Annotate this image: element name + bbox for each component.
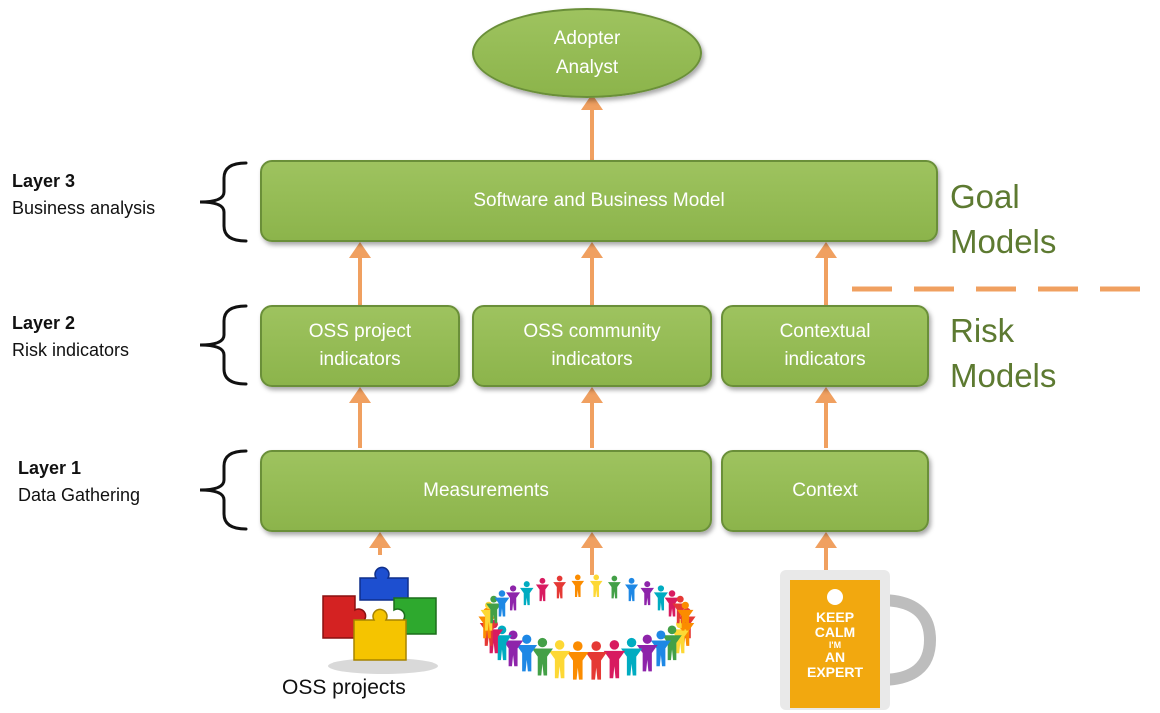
- person-figure: [653, 585, 668, 611]
- mug-line-im: I'M: [828, 640, 842, 650]
- person-figure: [535, 577, 549, 602]
- mug-line-calm: CALM: [814, 624, 856, 640]
- layer2-title: Layer 2: [12, 313, 76, 333]
- software-business-model-box: Software and Business Model: [260, 160, 938, 242]
- adopter-analyst-node: Adopter Analyst: [472, 8, 702, 98]
- person-figure: [589, 574, 603, 597]
- person-figure: [519, 581, 534, 606]
- layer3-label: Layer 3 Business analysis: [12, 168, 155, 222]
- arrowhead: [581, 94, 603, 110]
- mug-line-an: AN: [824, 649, 846, 665]
- person-figure: [640, 581, 655, 606]
- puzzle-pieces-icon: [322, 566, 438, 674]
- person-figure: [677, 601, 694, 631]
- person-figure: [607, 575, 621, 599]
- person-figure: [506, 585, 521, 611]
- layer1-title: Layer 1: [18, 458, 82, 478]
- people-circle-icon: [478, 574, 696, 680]
- person-figure: [571, 574, 585, 597]
- arrowhead: [581, 387, 603, 403]
- arrowhead: [369, 532, 391, 548]
- keep-calm-mug-icon: [780, 570, 937, 710]
- layer3-bracket: [199, 161, 248, 243]
- goal-models-label: Goal Models: [950, 178, 1057, 260]
- arrowhead: [349, 387, 371, 403]
- contextual-indicators-box: Contextual indicators: [721, 305, 929, 387]
- arrowhead: [581, 532, 603, 548]
- person-figure: [486, 595, 502, 624]
- layer2-label: Layer 2 Risk indicators: [12, 310, 129, 364]
- person-figure: [636, 634, 658, 672]
- layer1-label: Layer 1 Data Gathering: [18, 455, 140, 509]
- person-figure: [664, 590, 680, 617]
- arrowhead: [815, 532, 837, 548]
- person-figure: [566, 641, 589, 680]
- oss-community-indicators-box: OSS community indicators: [472, 305, 712, 387]
- person-figure: [503, 630, 524, 667]
- mug-text: KEEP CALM I'M AN EXPERT: [790, 610, 880, 680]
- person-figure: [621, 637, 643, 676]
- arrowhead: [581, 242, 603, 258]
- mug-line-expert: EXPERT: [806, 664, 863, 680]
- layer1-subtitle: Data Gathering: [18, 485, 141, 505]
- arrowhead: [815, 387, 837, 403]
- person-figure: [625, 577, 639, 602]
- person-figure: [585, 641, 608, 680]
- measurements-box: Measurements: [260, 450, 712, 532]
- person-figure: [531, 637, 553, 676]
- risk-models-label: Risk Models: [950, 312, 1057, 394]
- arrowhead: [349, 242, 371, 258]
- person-figure: [548, 640, 571, 679]
- person-figure: [494, 590, 510, 617]
- person-figure: [603, 640, 626, 679]
- arrowhead: [815, 242, 837, 258]
- layer2-bracket: [199, 304, 248, 386]
- oss-projects-label: OSS projects: [282, 676, 406, 699]
- mug-line-keep: KEEP: [815, 609, 855, 625]
- layer2-subtitle: Risk indicators: [12, 340, 130, 360]
- layer3-subtitle: Business analysis: [12, 198, 156, 218]
- person-figure: [553, 575, 567, 599]
- layer3-title: Layer 3: [12, 171, 76, 191]
- context-box: Context: [721, 450, 929, 532]
- oss-project-indicators-box: OSS project indicators: [260, 305, 460, 387]
- person-figure: [516, 634, 538, 672]
- layer1-bracket: [199, 449, 248, 531]
